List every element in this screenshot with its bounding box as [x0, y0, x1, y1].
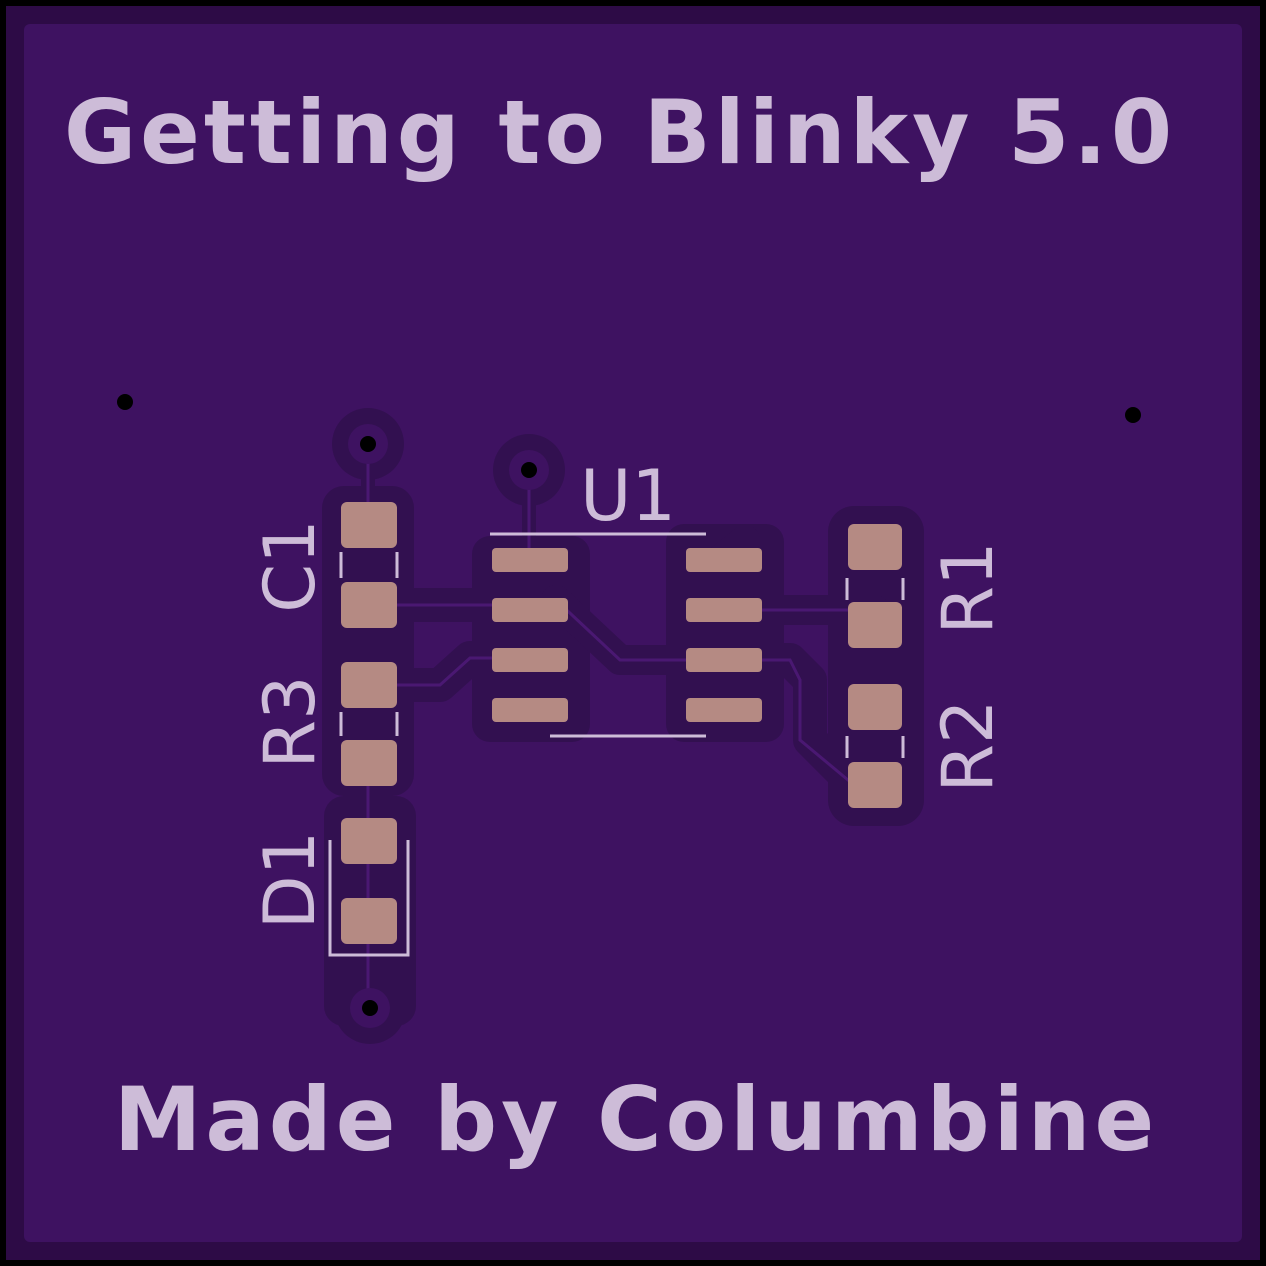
board-title: Getting to Blinky 5.0	[64, 81, 1176, 184]
u1-pad-2	[492, 598, 568, 622]
silkscreen-outlines	[328, 532, 905, 957]
r1-pad-1	[848, 524, 902, 570]
c1-pad-2	[341, 582, 397, 628]
d1-pad-2	[341, 898, 397, 944]
ref-r2: R2	[927, 699, 1009, 792]
r3-pad-1	[341, 662, 397, 708]
r2-pad-1	[848, 684, 902, 730]
board-soldermask	[24, 24, 1242, 1242]
r3-pad-2	[341, 740, 397, 786]
u1-pad-5	[686, 698, 762, 722]
u1-pad-1	[492, 548, 568, 572]
pads	[341, 502, 902, 944]
ref-r1: R1	[927, 541, 1009, 634]
u1-pad-6	[686, 648, 762, 672]
d1-pad-1	[341, 818, 397, 864]
u1-pad-3	[492, 648, 568, 672]
ref-c1: C1	[249, 519, 331, 612]
r2-pad-2	[848, 762, 902, 808]
u1-pad-7	[686, 598, 762, 622]
ref-u1: U1	[580, 455, 676, 537]
u1-pad-4	[492, 698, 568, 722]
fiducial-right	[1125, 407, 1141, 423]
ref-r3: R3	[249, 675, 331, 768]
r1-pad-2	[848, 602, 902, 648]
fiducial-left	[117, 394, 133, 410]
board-credit: Made by Columbine	[114, 1068, 1158, 1171]
c1-pad-1	[341, 502, 397, 548]
ref-d1: D1	[249, 831, 331, 929]
u1-pad-8	[686, 548, 762, 572]
vias	[348, 424, 549, 1028]
